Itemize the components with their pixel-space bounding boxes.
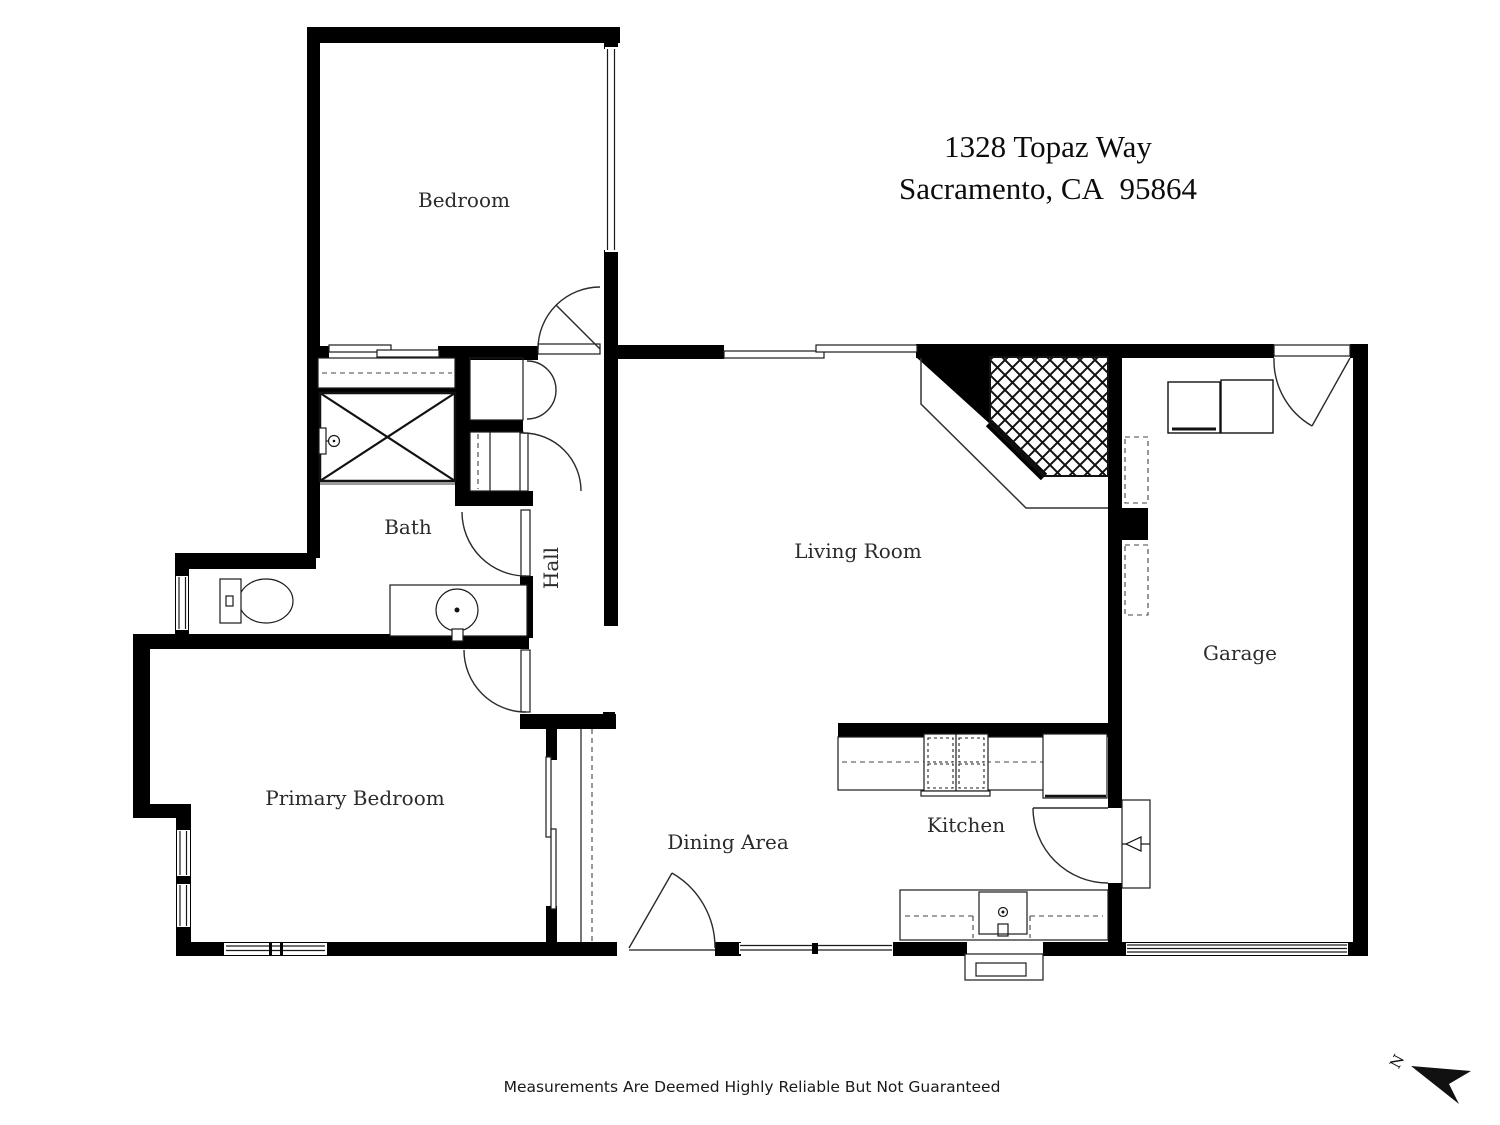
washer	[1167, 381, 1221, 434]
walls	[133, 27, 1368, 956]
kitchen-garden-window	[964, 953, 1044, 981]
step-arrow-icon	[1124, 836, 1142, 852]
room-label-bedroom: Bedroom	[418, 188, 510, 212]
garage-step-landing	[1121, 799, 1151, 889]
toilet	[219, 578, 294, 624]
fireplace-corner-wall	[916, 357, 990, 424]
north-label: N	[1386, 1052, 1408, 1072]
fireplace-hearth	[920, 358, 1108, 509]
fireplace-hatch	[989, 356, 1109, 477]
address-line-2: Sacramento, CA 95864	[899, 171, 1197, 206]
bedroom-window	[605, 47, 618, 252]
room-label-bath: Bath	[384, 515, 432, 539]
bath-window	[176, 576, 188, 630]
shower	[318, 391, 457, 485]
primary-closet-sliding-doors	[545, 729, 593, 942]
footer-disclaimer: Measurements Are Deemed Highly Reliable …	[504, 1078, 1001, 1096]
garage-utility-spaces	[1124, 436, 1149, 616]
kitchen-sink	[978, 891, 1028, 937]
bathroom-vanity	[389, 584, 528, 642]
kitchen-garage-door	[1032, 807, 1109, 884]
refrigerator	[1042, 733, 1108, 799]
room-label-garage: Garage	[1203, 641, 1277, 665]
bath-door	[461, 509, 531, 577]
room-label-kitchen: Kitchen	[927, 813, 1005, 837]
dining-exterior-door	[628, 872, 716, 951]
dining-windows	[739, 943, 893, 954]
living-room-sliding-door	[723, 344, 918, 359]
linen-closet-bifold-doors	[526, 360, 557, 420]
primary-bedroom-door	[463, 649, 531, 713]
kitchen-counter-bottom	[899, 889, 1109, 941]
bath-closet	[317, 357, 456, 389]
shower-head-icon	[318, 427, 341, 455]
garage-entry-door	[1273, 343, 1351, 427]
room-label-hall: Hall	[539, 547, 563, 589]
room-label-primary-bedroom: Primary Bedroom	[265, 786, 444, 810]
fireplace	[916, 356, 1109, 509]
room-label-dining-area: Dining Area	[667, 830, 789, 854]
dryer	[1220, 379, 1274, 434]
bedroom-door	[537, 286, 601, 355]
primary-bedroom-side-windows	[177, 830, 190, 927]
kitchen-stove	[920, 733, 991, 797]
address-line-1: 1328 Topaz Way	[944, 129, 1152, 164]
garage-door	[1126, 943, 1348, 955]
primary-bedroom-bottom-window	[224, 943, 327, 955]
hall-closet-door	[519, 432, 582, 492]
bedroom-closet-sliding-doors	[328, 344, 440, 358]
room-label-living-room: Living Room	[794, 539, 922, 563]
north-arrow-icon: N	[1386, 1052, 1471, 1104]
